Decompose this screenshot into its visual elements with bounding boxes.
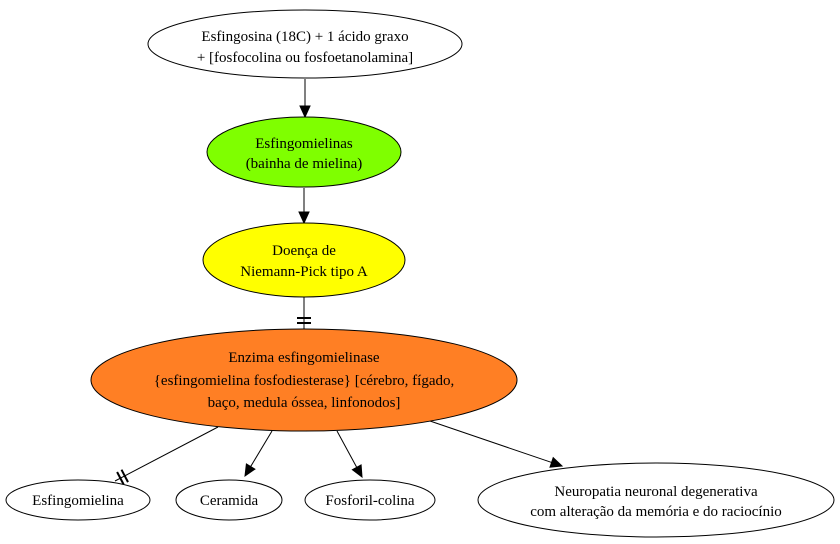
node-ceramide-shape xyxy=(175,479,283,521)
node-enzyme: Enzima esfingomielinase {esfingomielina … xyxy=(90,328,518,432)
node-niemann-pick-line-1: Doença de xyxy=(272,243,336,259)
node-sphingomyelin-shape xyxy=(5,479,151,521)
tee-bar xyxy=(116,471,125,485)
node-phosphorylcholine: Fosforil-colina xyxy=(304,479,436,521)
node-sphingosine-shape xyxy=(147,9,463,79)
node-niemann-pick-shape xyxy=(202,222,406,298)
arrow-head xyxy=(549,456,564,468)
edge-sphingosine-to-sphingomyelins xyxy=(299,79,311,119)
node-niemann-pick: Doença de Niemann-Pick tipo A xyxy=(202,222,406,298)
node-ceramide: Ceramida xyxy=(175,479,283,521)
edge-enzyme-to-neuropathy xyxy=(429,420,564,468)
edge-line xyxy=(250,430,273,467)
node-neuropathy: Neuropatia neuronal degenerativa com alt… xyxy=(477,462,835,538)
node-neuropathy-line-2: com alteração da memória e do raciocínio xyxy=(530,504,782,520)
edge-line xyxy=(429,420,552,463)
node-niemann-pick-line-2: Niemann-Pick tipo A xyxy=(240,264,368,280)
edge-enzyme-to-ceramide xyxy=(244,430,273,478)
node-ceramide-line-1: Ceramida xyxy=(200,493,259,509)
node-sphingomyelin: Esfingomielina xyxy=(5,479,151,521)
node-phosphorylcholine-shape xyxy=(304,479,436,521)
node-sphingomyelins-shape xyxy=(206,116,402,188)
node-enzyme-line-2: {esfingomielina fosfodiesterase} [cérebr… xyxy=(154,373,455,389)
node-sphingosine-line-2: + [fosfocolina ou fosfoetanolamina] xyxy=(197,50,413,66)
edge-enzyme-to-phosphorylcholine xyxy=(336,430,363,479)
node-enzyme-shape xyxy=(90,328,518,432)
node-sphingosine: Esfingosina (18C) + 1 ácido graxo + [fos… xyxy=(147,9,463,79)
edge-niemann_pick-to-enzyme xyxy=(297,297,311,329)
edge-line xyxy=(114,426,219,482)
node-enzyme-line-3: baço, medula óssea, linfonodos] xyxy=(208,395,401,411)
node-sphingomyelins-line-2: (bainha de mielina) xyxy=(246,156,363,172)
node-phosphorylcholine-line-1: Fosforil-colina xyxy=(325,493,414,509)
node-neuropathy-line-1: Neuropatia neuronal degenerativa xyxy=(554,484,758,500)
node-sphingomyelins-line-1: Esfingomielinas xyxy=(255,136,353,152)
edge-enzyme-to-sphingomyelin xyxy=(114,426,219,485)
node-neuropathy-shape xyxy=(477,462,835,538)
arrow-head xyxy=(299,105,311,119)
node-sphingomyelins: Esfingomielinas (bainha de mielina) xyxy=(206,116,402,188)
tee-bar xyxy=(120,469,129,483)
edge-line xyxy=(336,430,358,468)
arrow-head xyxy=(244,463,256,478)
edge-sphingomyelins-to-niemann_pick xyxy=(298,188,310,225)
edges-layer xyxy=(114,79,564,485)
node-sphingosine-line-1: Esfingosina (18C) + 1 ácido graxo xyxy=(201,29,408,45)
node-enzyme-line-1: Enzima esfingomielinase xyxy=(228,350,380,366)
node-sphingomyelin-line-1: Esfingomielina xyxy=(32,493,124,509)
arrow-head xyxy=(298,211,310,225)
arrow-head xyxy=(351,464,363,479)
